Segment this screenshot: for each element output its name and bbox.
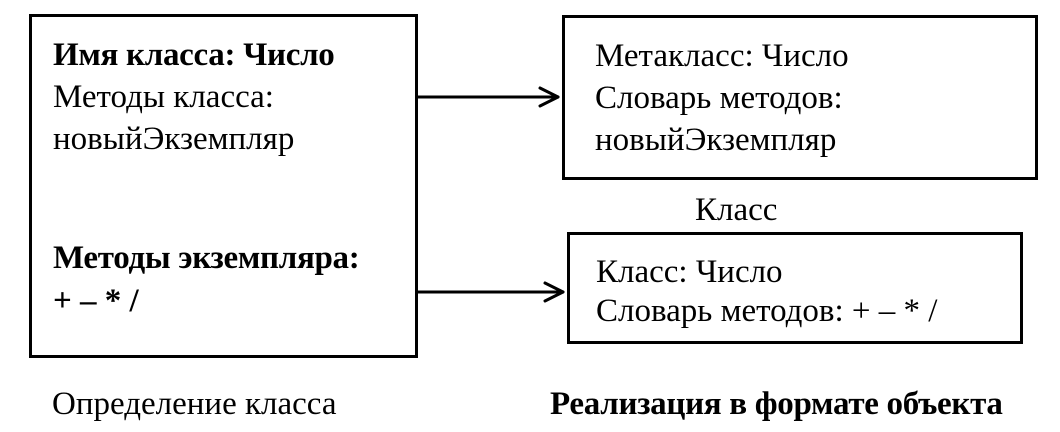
metaclass-title-line: Метакласс: Число	[595, 38, 849, 74]
instance-class-line: Класс: Число	[596, 254, 783, 290]
metaclass-dictionary-value: новыйЭкземпляр	[595, 122, 837, 158]
class-methods-value: новыйЭкземпляр	[53, 121, 295, 157]
metaclass-dictionary-label: Словарь методов:	[595, 80, 843, 116]
arrow-to-metaclass-head	[538, 86, 560, 108]
instance-methods-value: + – * /	[53, 283, 139, 319]
arrow-to-instance-head	[543, 281, 565, 303]
instance-dictionary-line: Словарь методов: + – * /	[596, 293, 938, 329]
instance-box: Класс: Число Словарь методов: + – * /	[567, 232, 1023, 344]
caption-class-definition: Определение класса	[52, 386, 337, 422]
caption-object-format: Реализация в формате объекта	[550, 386, 1003, 422]
class-methods-label: Методы класса:	[53, 79, 274, 115]
instance-methods-label: Методы экземпляра:	[53, 240, 360, 276]
class-definition-box: Имя класса: Число Методы класса: новыйЭк…	[29, 14, 418, 358]
class-label: Класс	[695, 192, 778, 228]
class-name-line: Имя класса: Число	[53, 37, 335, 73]
metaclass-box: Метакласс: Число Словарь методов: новыйЭ…	[562, 15, 1038, 180]
